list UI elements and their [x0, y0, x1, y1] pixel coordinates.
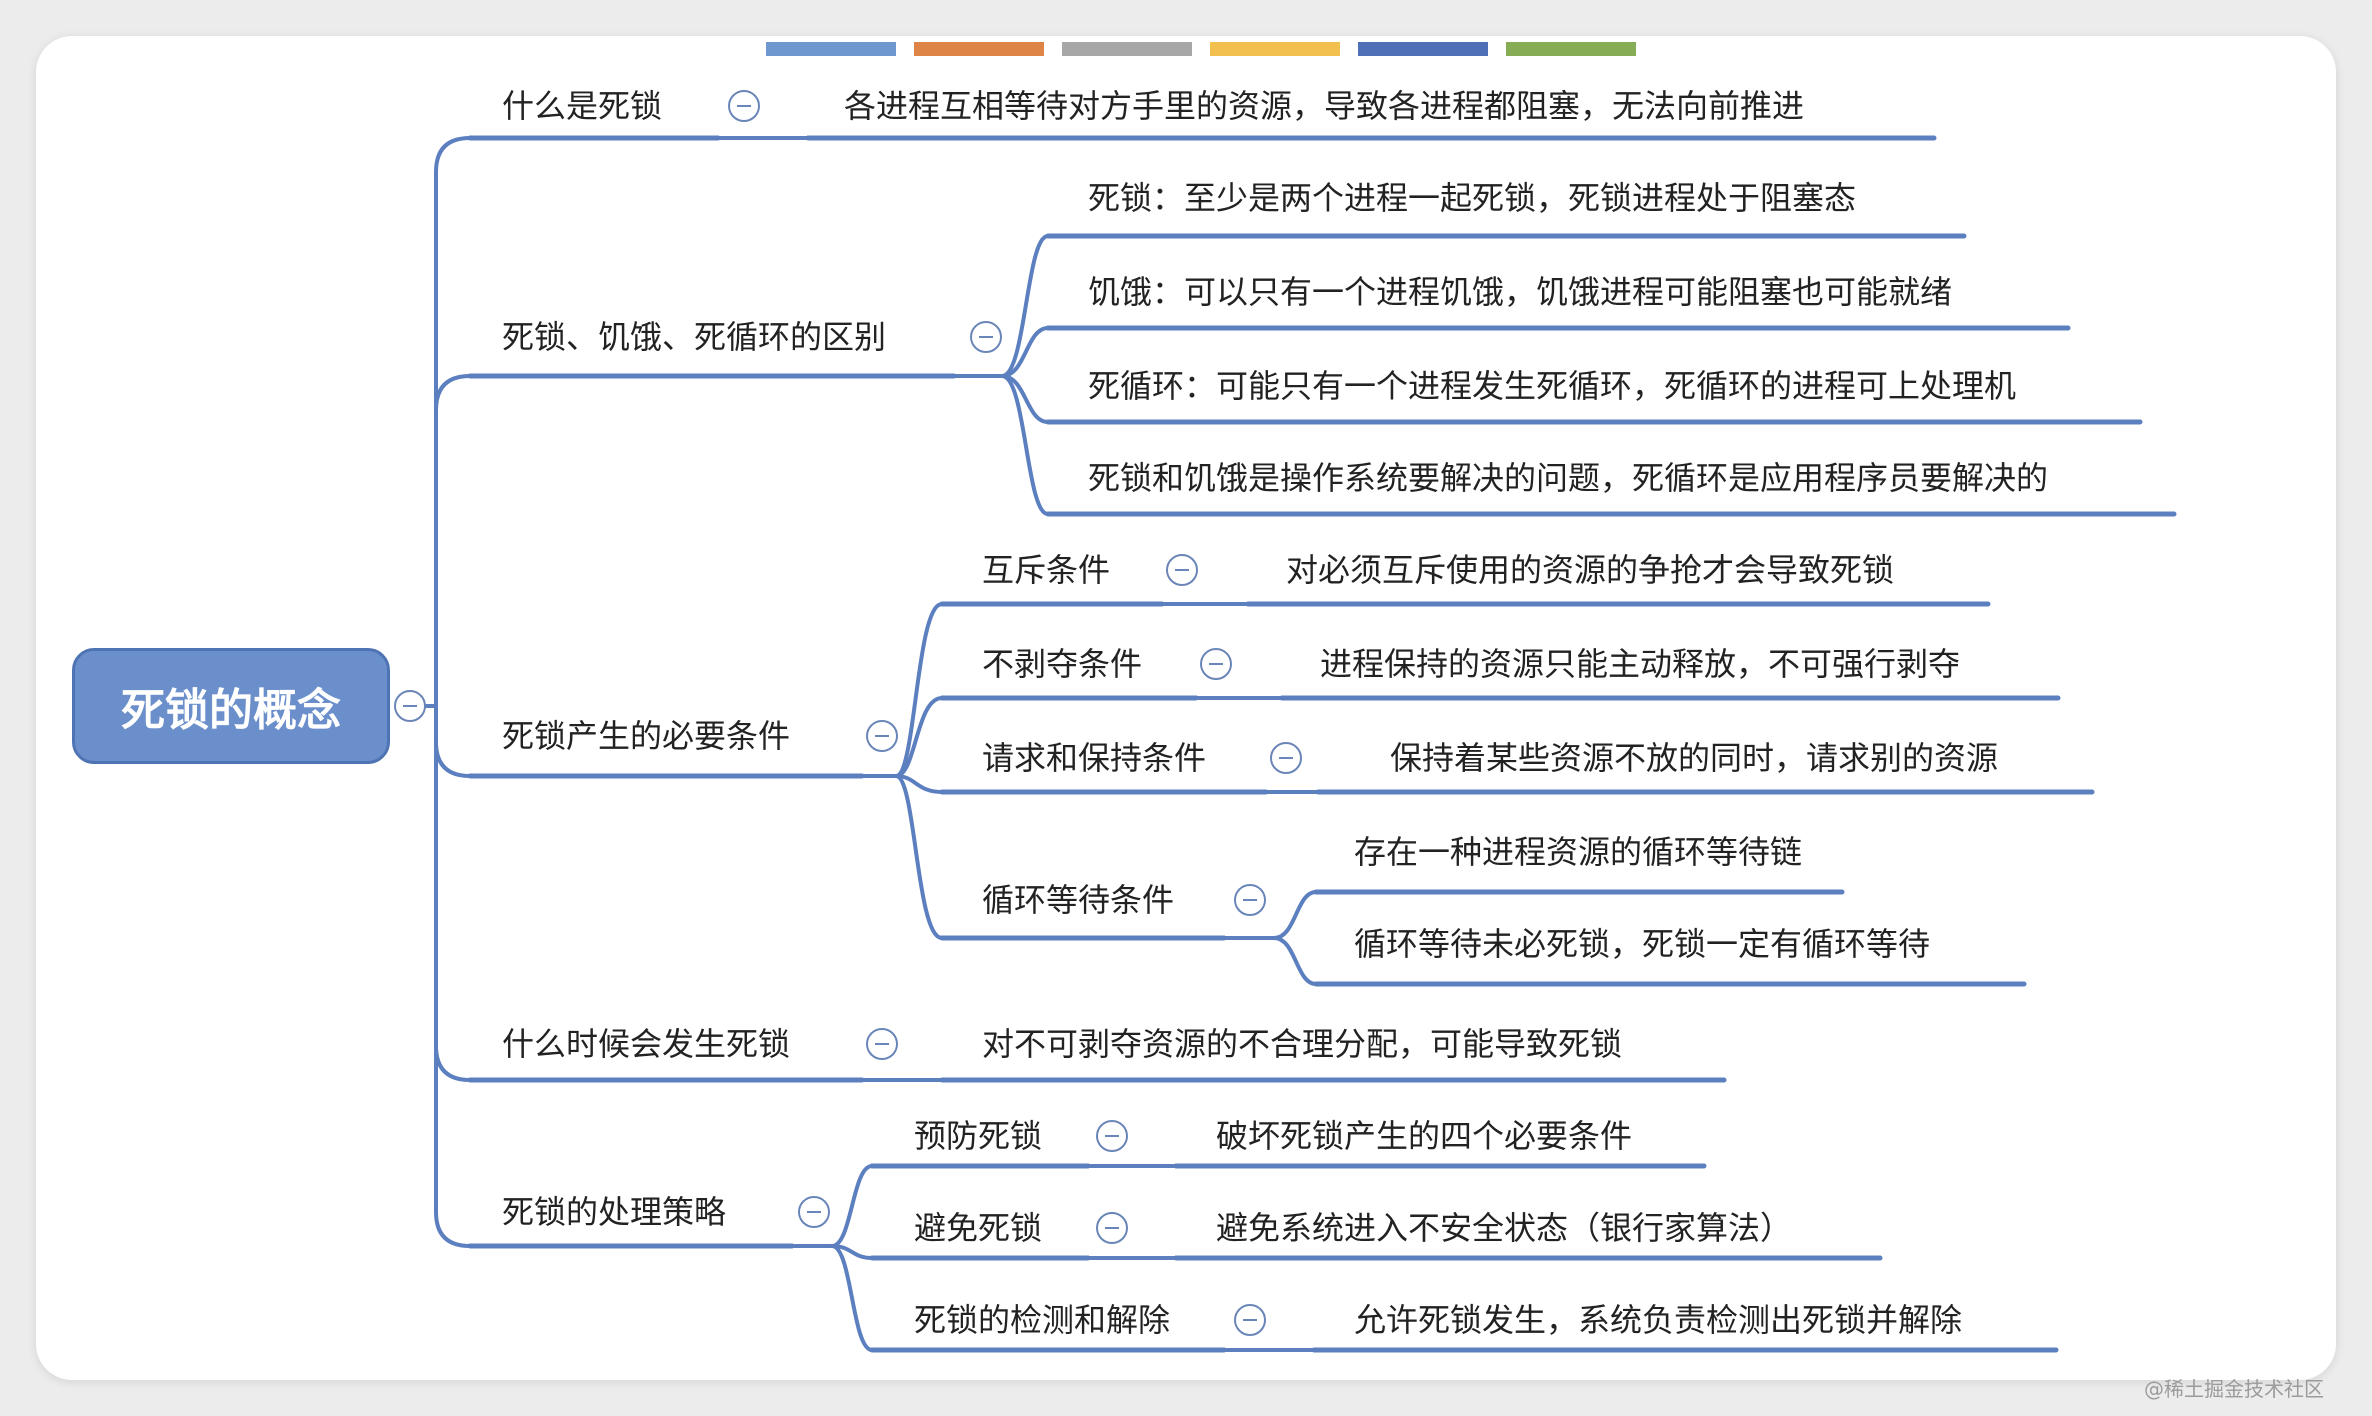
- connector-curve: [434, 704, 472, 1248]
- topic-handling-strategies[interactable]: 死锁的处理策略: [502, 1193, 727, 1231]
- connector-curve: [434, 1044, 472, 1082]
- connector-curve: [434, 136, 472, 708]
- collapse-toggle-avoidance[interactable]: [1096, 1212, 1128, 1244]
- collapse-toggle-necessary-conditions[interactable]: [866, 720, 898, 752]
- color-swatch[interactable]: [1062, 42, 1192, 56]
- subtopic-detection-recovery[interactable]: 死锁的检测和解除: [914, 1301, 1171, 1339]
- topic-what-is-deadlock[interactable]: 什么是死锁: [502, 87, 663, 125]
- subtopic-mutual-exclusion[interactable]: 互斥条件: [982, 551, 1111, 589]
- subtopic-deadlock[interactable]: 死锁：至少是两个进程一起死锁，死锁进程处于阻塞态: [1088, 179, 1857, 217]
- collapse-toggle-circular-wait[interactable]: [1234, 884, 1266, 916]
- color-swatch[interactable]: [1358, 42, 1488, 56]
- mindmap-canvas: 死锁的概念 什么是死锁 死锁、饥饿、死循环的区别 死锁产生的必要条件 什么时候会…: [36, 36, 2336, 1380]
- color-swatch[interactable]: [1506, 42, 1636, 56]
- connector-curve: [1000, 326, 1050, 378]
- connector-curve: [434, 740, 472, 778]
- subtopic-unreasonable-allocation[interactable]: 对不可剥夺资源的不合理分配，可能导致死锁: [982, 1025, 1623, 1063]
- subtopic-starvation[interactable]: 饥饿：可以只有一个进程饥饿，饥饿进程可能阻塞也可能就绪: [1088, 273, 1953, 311]
- topic-necessary-conditions[interactable]: 死锁产生的必要条件: [502, 717, 791, 755]
- detail-detection-recovery[interactable]: 允许死锁发生，系统负责检测出死锁并解除: [1354, 1301, 1963, 1339]
- collapse-toggle-no-preemption[interactable]: [1200, 648, 1232, 680]
- connector-curve: [1000, 374, 1050, 516]
- detail-circular-chain[interactable]: 存在一种进程资源的循环等待链: [1354, 833, 1803, 871]
- topic-when-occurs[interactable]: 什么时候会发生死锁: [502, 1025, 791, 1063]
- detail-hold-and-wait[interactable]: 保持着某些资源不放的同时，请求别的资源: [1390, 739, 1999, 777]
- connector-curve: [894, 696, 944, 778]
- mindmap-connectors: [424, 135, 2177, 1353]
- subtopic-definition[interactable]: 各进程互相等待对方手里的资源，导致各进程都阻塞，无法向前推进: [844, 87, 1805, 125]
- subtopic-avoidance[interactable]: 避免死锁: [914, 1209, 1043, 1247]
- detail-prevention[interactable]: 破坏死锁产生的四个必要条件: [1216, 1117, 1633, 1155]
- subtopic-no-preemption[interactable]: 不剥夺条件: [982, 645, 1143, 683]
- collapse-toggle-detection-recovery[interactable]: [1234, 1304, 1266, 1336]
- connector-curve: [1272, 890, 1318, 940]
- collapse-toggle-root[interactable]: [394, 690, 426, 722]
- connector-curve: [1000, 234, 1050, 378]
- theme-color-bar: [36, 36, 2336, 76]
- connector-curve: [830, 1164, 874, 1248]
- collapse-toggle-hold-and-wait[interactable]: [1270, 742, 1302, 774]
- collapse-toggle-difference[interactable]: [970, 321, 1002, 353]
- root-node[interactable]: 死锁的概念: [72, 648, 390, 764]
- subtopic-hold-and-wait[interactable]: 请求和保持条件: [982, 739, 1207, 777]
- connector-curve: [1272, 936, 1318, 986]
- connector-curve: [894, 774, 944, 940]
- collapse-toggle-handling-strategies[interactable]: [798, 1196, 830, 1228]
- subtopic-circular-wait[interactable]: 循环等待条件: [982, 881, 1175, 919]
- connector-curve: [830, 1244, 874, 1352]
- detail-circular-not-sufficient[interactable]: 循环等待未必死锁，死锁一定有循环等待: [1354, 925, 1931, 963]
- subtopic-prevention[interactable]: 预防死锁: [914, 1117, 1043, 1155]
- color-swatch[interactable]: [914, 42, 1044, 56]
- detail-no-preemption[interactable]: 进程保持的资源只能主动释放，不可强行剥夺: [1320, 645, 1961, 683]
- subtopic-infinite-loop[interactable]: 死循环：可能只有一个进程发生死循环，死循环的进程可上处理机: [1088, 367, 2017, 405]
- detail-mutual-exclusion[interactable]: 对必须互斥使用的资源的争抢才会导致死锁: [1286, 551, 1895, 589]
- collapse-toggle-when-occurs[interactable]: [866, 1028, 898, 1060]
- subtopic-who-solves[interactable]: 死锁和饥饿是操作系统要解决的问题，死循环是应用程序员要解决的: [1088, 459, 2049, 497]
- collapse-toggle-prevention[interactable]: [1096, 1120, 1128, 1152]
- color-swatch[interactable]: [766, 42, 896, 56]
- color-swatch[interactable]: [1210, 42, 1340, 56]
- topic-difference[interactable]: 死锁、饥饿、死循环的区别: [502, 318, 887, 356]
- watermark: @稀土掘金技术社区: [2144, 1377, 2324, 1401]
- collapse-toggle-what-is-deadlock[interactable]: [728, 90, 760, 122]
- collapse-toggle-mutual-exclusion[interactable]: [1166, 554, 1198, 586]
- connector-curve: [434, 374, 472, 412]
- connector-curve: [894, 602, 944, 778]
- detail-avoidance[interactable]: 避免系统进入不安全状态（银行家算法）: [1216, 1209, 1793, 1247]
